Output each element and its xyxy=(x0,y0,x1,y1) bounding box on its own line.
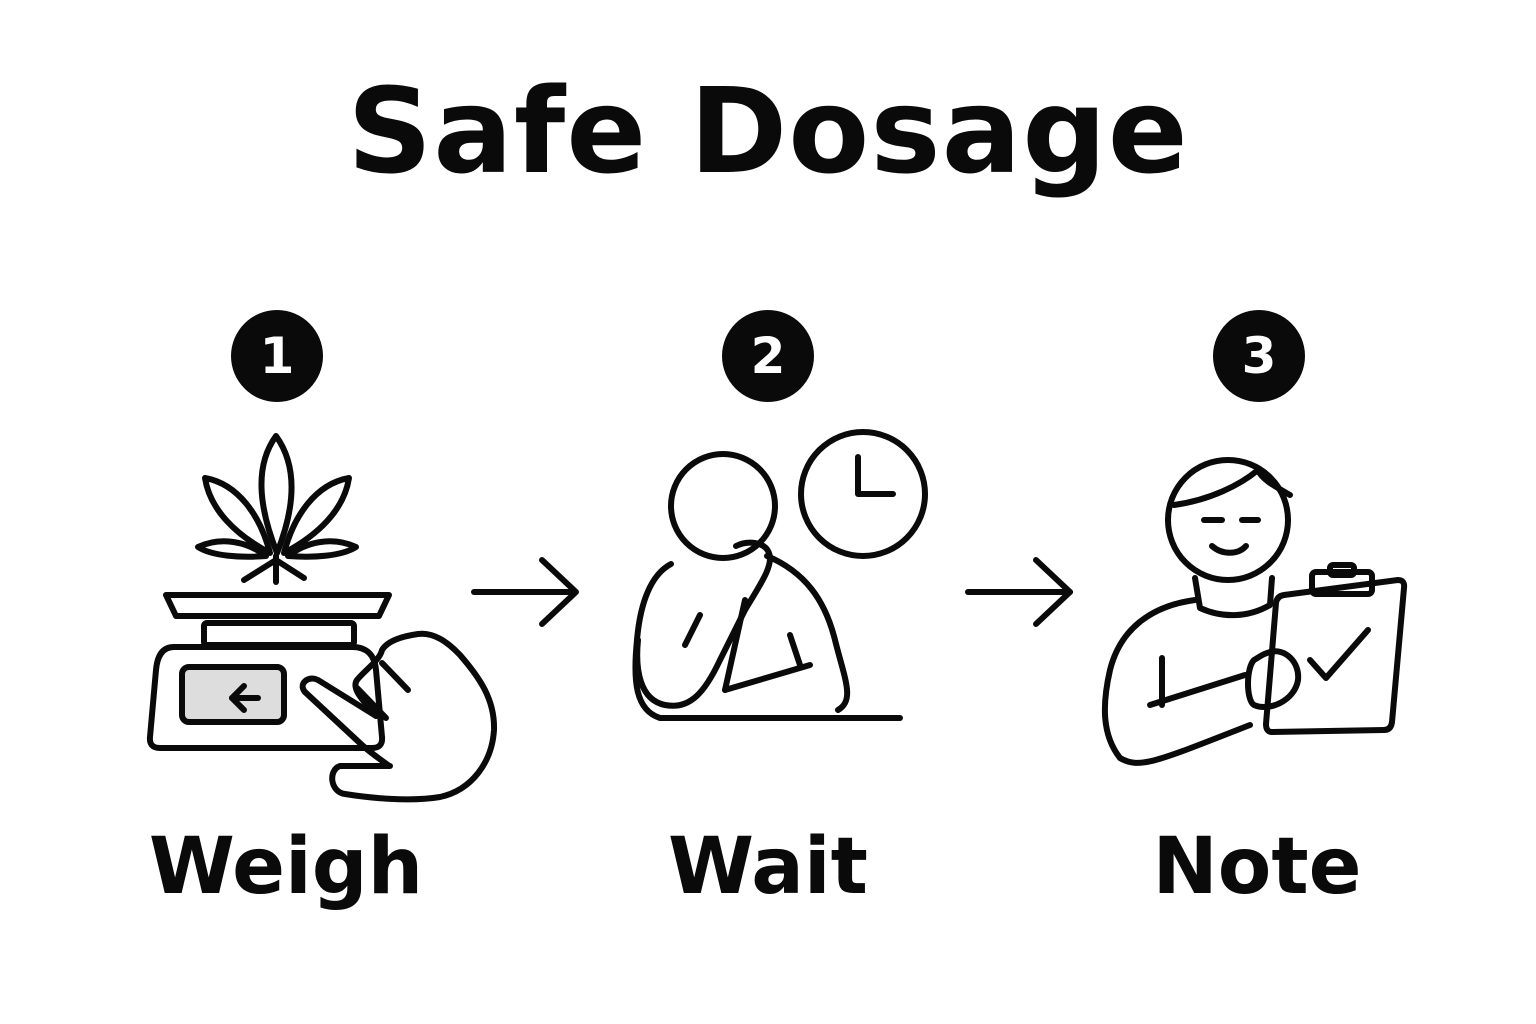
person-hair-icon xyxy=(1171,467,1293,508)
scale-with-cannabis-leaf-icon xyxy=(146,433,498,803)
step-1-number-badge: 1 xyxy=(231,310,323,402)
hand-icon xyxy=(299,630,498,803)
step-2-label: Wait xyxy=(668,822,868,912)
arrow-right-icon xyxy=(965,557,1073,627)
page-title: Safe Dosage xyxy=(347,62,1189,200)
person-with-clipboard-icon xyxy=(1101,457,1408,766)
thinking-person-clock-icon xyxy=(632,429,928,721)
step-2-number-badge: 2 xyxy=(722,310,814,402)
person-head-icon xyxy=(668,451,778,561)
weighing-scale-icon xyxy=(146,592,392,751)
smile-icon xyxy=(1209,543,1249,556)
arrow-left-icon xyxy=(229,683,261,713)
checkmark-icon xyxy=(1307,627,1371,681)
step-1-label: Weigh xyxy=(148,822,424,912)
step-3-number-badge: 3 xyxy=(1213,310,1305,402)
arrow-right-icon xyxy=(471,557,579,627)
person-head-icon xyxy=(1165,457,1291,583)
clock-icon xyxy=(798,429,928,559)
cannabis-leaf-icon xyxy=(195,433,359,585)
clipboard-icon xyxy=(1263,562,1408,735)
hand-icon xyxy=(1245,648,1302,710)
step-3-label: Note xyxy=(1152,822,1362,912)
